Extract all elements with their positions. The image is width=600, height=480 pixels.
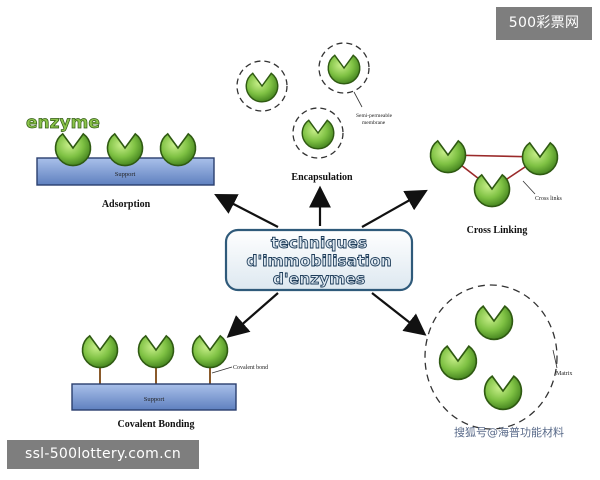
covalent-support bbox=[71, 383, 237, 411]
covalent-bond-pointer bbox=[211, 366, 233, 374]
membrane-pointer bbox=[353, 91, 363, 108]
enzyme-icon bbox=[474, 305, 514, 341]
arrow-to-matrix bbox=[371, 292, 427, 336]
center-title-line-3: d'enzymes bbox=[273, 270, 365, 288]
watermark-bottom-left: ssl-500lottery.com.cn bbox=[7, 440, 199, 469]
arrows bbox=[214, 185, 428, 338]
enzyme-icon bbox=[137, 335, 175, 369]
matrix-panel: Matrix bbox=[424, 284, 572, 430]
enzyme-icon bbox=[54, 133, 92, 167]
adsorption-title: Adsorption bbox=[102, 199, 151, 210]
encapsulation-title: Encapsulation bbox=[291, 172, 353, 183]
covalent-panel: Support Covalent bond Covalent Bonding bbox=[71, 335, 268, 430]
arrow-to-adsorption bbox=[214, 193, 279, 228]
center-title-line-2: d'immobilisation bbox=[246, 252, 391, 270]
enzyme-icon bbox=[106, 133, 144, 167]
enzyme-icon bbox=[438, 345, 478, 381]
enzyme-icon bbox=[159, 133, 197, 167]
enzyme-icon bbox=[483, 375, 523, 411]
cross-linking-title: Cross Linking bbox=[467, 225, 528, 236]
enzyme-icon bbox=[521, 142, 559, 176]
enzyme-icon bbox=[191, 335, 229, 369]
arrow-to-covalent bbox=[226, 292, 279, 338]
source-watermark: 搜狐号@海普功能材料 bbox=[454, 426, 564, 439]
watermark-top-right: 500彩票网 bbox=[496, 7, 592, 40]
enzyme-icon bbox=[81, 335, 119, 369]
enzyme-icon bbox=[429, 140, 467, 174]
encapsulation-panel: Semi-permeable membrane Encapsulation bbox=[236, 42, 393, 183]
adsorption-support-label: Support bbox=[115, 171, 136, 178]
enzyme-icon bbox=[473, 174, 511, 208]
membrane-label-line-1: Semi-permeable bbox=[356, 113, 393, 119]
arrow-to-cross-linking bbox=[361, 189, 428, 228]
covalent-support-label: Support bbox=[144, 396, 165, 403]
matrix-pointer bbox=[552, 349, 558, 369]
enzyme-label: enzyme bbox=[26, 113, 100, 133]
covalent-title: Covalent Bonding bbox=[118, 419, 195, 430]
center-box: techniques d'immobilisation d'enzymes bbox=[224, 228, 414, 292]
matrix-boundary bbox=[424, 284, 558, 430]
cross-links-pointer bbox=[522, 180, 536, 195]
cross-linking-panel: Cross links Cross Linking bbox=[429, 140, 563, 236]
membrane-label-line-2: membrane bbox=[362, 120, 386, 126]
covalent-bond-label: Covalent bond bbox=[233, 365, 268, 371]
center-title-line-1: techniques bbox=[271, 234, 367, 252]
adsorption-panel: enzyme Support Adsorption bbox=[26, 113, 215, 210]
cross-links-label: Cross links bbox=[535, 196, 563, 202]
matrix-label: Matrix bbox=[556, 371, 572, 377]
